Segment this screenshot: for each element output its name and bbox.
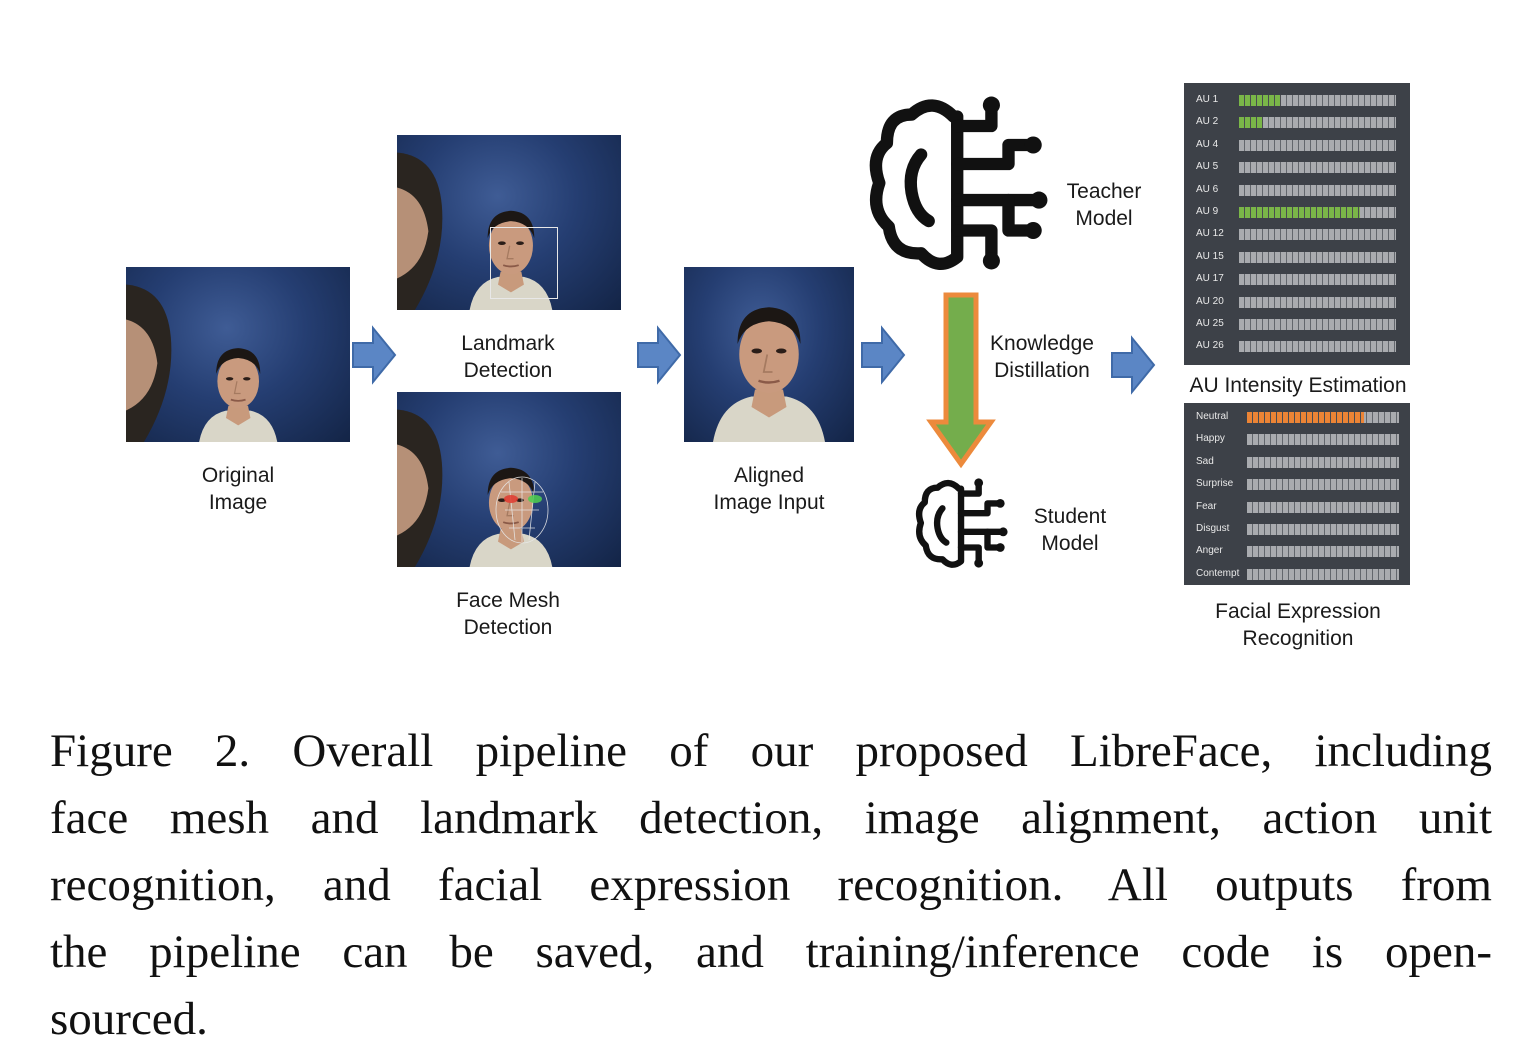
au-label: AU 9 — [1196, 206, 1219, 217]
au-bar — [1239, 117, 1396, 129]
face-mesh-overlay — [495, 476, 549, 544]
au-label: AU 20 — [1196, 295, 1224, 307]
au-bar — [1239, 139, 1396, 151]
expression-label: Sad — [1196, 455, 1214, 467]
au-row: AU 12 — [1184, 223, 1410, 245]
face-graphic — [684, 267, 854, 442]
expression-label: Surprise — [1196, 478, 1234, 490]
au-bar — [1239, 229, 1396, 241]
au-row: AU 25 — [1184, 313, 1410, 335]
arrow-right-icon — [637, 325, 682, 385]
brain-circuit-icon — [914, 474, 1012, 572]
caption-line: face mesh and landmark detection, image … — [50, 792, 1492, 844]
au-intensity-panel: AU 1 AU 2 AU 4 AU 5 AU 6 AU 9 AU 12 AU 15 AU 17 A… — [1184, 83, 1410, 365]
expression-bar — [1247, 434, 1399, 446]
au-label: AU 6 — [1196, 183, 1219, 195]
expression-row: Fear — [1184, 496, 1410, 518]
au-label: AU 1 — [1196, 94, 1219, 105]
au-row: AU 15 — [1184, 246, 1410, 268]
au-row: AU 6 — [1184, 179, 1410, 201]
caption-line: Figure 2. Overall pipeline of our propos… — [50, 725, 1492, 777]
expression-row: Anger — [1184, 540, 1410, 562]
caption-line: the pipeline can be saved, and training/… — [50, 926, 1492, 978]
au-row: AU 2 — [1184, 111, 1410, 133]
au-bar — [1239, 95, 1396, 106]
au-row: AU 9 — [1184, 201, 1410, 223]
expression-label: Contempt — [1196, 567, 1240, 579]
face-bounding-box — [490, 227, 558, 299]
au-label: AU 17 — [1196, 273, 1224, 285]
face-graphic — [171, 320, 305, 443]
expression-bar-fill — [1247, 412, 1365, 423]
caption-line: sourced. — [50, 993, 208, 1045]
expression-label: Happy — [1196, 433, 1225, 445]
arrow-right-icon — [1111, 335, 1156, 395]
expression-row: Contempt — [1184, 563, 1410, 585]
au-bar — [1239, 184, 1396, 196]
au-label: AU 4 — [1196, 138, 1219, 150]
expression-label: Disgust — [1196, 523, 1230, 534]
expression-row: Disgust — [1184, 518, 1410, 540]
aligned-image — [684, 267, 854, 442]
expression-row: Happy — [1184, 428, 1410, 450]
au-row: AU 20 — [1184, 291, 1410, 313]
expression-row: Neutral — [1184, 406, 1410, 428]
original-image — [126, 267, 350, 442]
expression-bar — [1247, 456, 1399, 468]
expression-bar — [1247, 546, 1399, 558]
expression-bar — [1247, 524, 1399, 535]
au-bar — [1239, 296, 1396, 308]
au-row: AU 5 — [1184, 156, 1410, 178]
au-row: AU 4 — [1184, 134, 1410, 156]
expression-bar — [1247, 412, 1399, 423]
arrow-down-icon — [926, 292, 996, 469]
au-intensity-title: AU Intensity Estimation — [1189, 374, 1407, 397]
expression-row: Sad — [1184, 451, 1410, 473]
caption-line: recognition, and facial expression recog… — [50, 859, 1492, 911]
expression-bar — [1247, 479, 1399, 491]
brain-circuit-icon — [866, 88, 1056, 278]
au-bar — [1239, 319, 1396, 330]
au-label: AU 15 — [1196, 250, 1224, 262]
au-label: AU 2 — [1196, 116, 1219, 128]
face-mesh-image — [397, 392, 621, 567]
au-bar-fill — [1239, 117, 1263, 129]
expression-label: Neutral — [1196, 411, 1229, 422]
au-bar-fill — [1239, 95, 1282, 106]
au-bar — [1239, 274, 1396, 286]
au-row: AU 26 — [1184, 335, 1410, 357]
au-bar — [1239, 207, 1396, 218]
au-label: AU 5 — [1196, 161, 1219, 173]
au-bar-fill — [1239, 207, 1360, 218]
au-label: AU 26 — [1196, 340, 1224, 352]
figure-caption: Figure 2. Overall pipeline of our propos… — [50, 718, 1492, 1053]
expression-label: Fear — [1196, 500, 1217, 512]
arrow-right-icon — [861, 325, 906, 385]
au-bar — [1239, 341, 1396, 353]
au-row: AU 1 — [1184, 89, 1410, 111]
arrow-right-icon — [352, 325, 397, 385]
expression-bar — [1247, 568, 1399, 580]
au-bar — [1239, 162, 1396, 174]
expression-bar — [1247, 501, 1399, 513]
au-bar — [1239, 251, 1396, 263]
au-label: AU 12 — [1196, 228, 1224, 240]
landmark-detection-image — [397, 135, 621, 310]
au-label: AU 25 — [1196, 318, 1224, 329]
au-row: AU 17 — [1184, 268, 1410, 290]
expression-label: Anger — [1196, 545, 1223, 557]
expression-row: Surprise — [1184, 473, 1410, 495]
